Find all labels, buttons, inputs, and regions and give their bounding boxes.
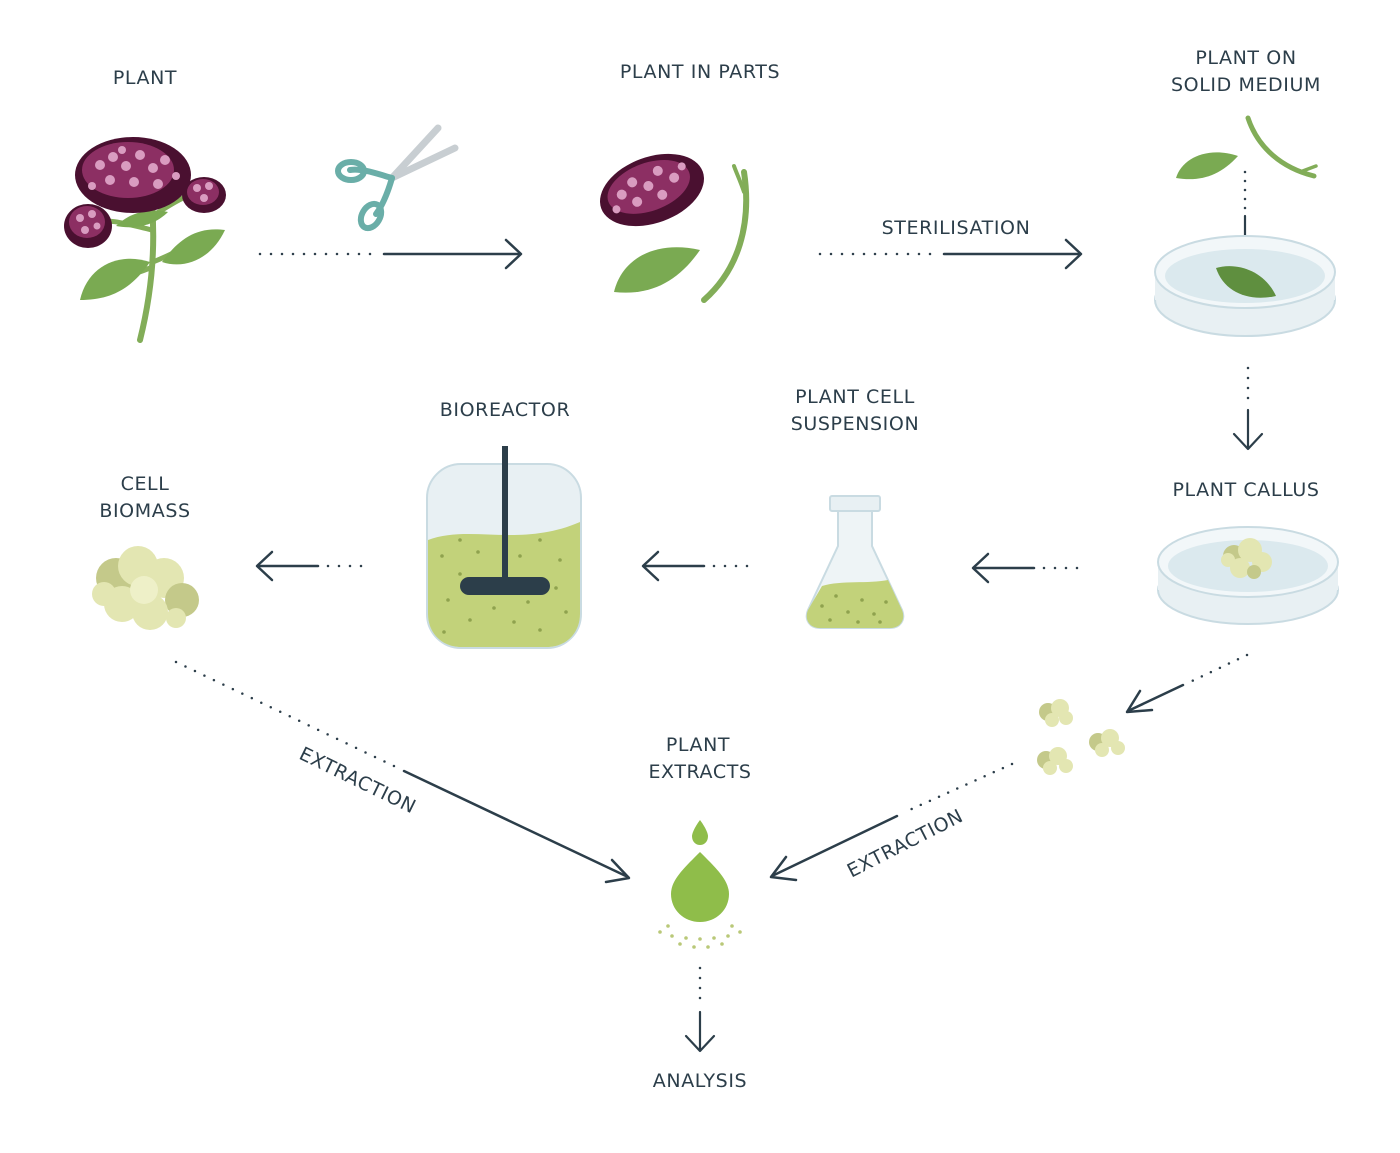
arrow-extracts-to-analysis — [684, 966, 716, 1053]
arrow-extraction-right — [769, 762, 1014, 882]
label-plant-on-solid-medium-line1: PLANT ON — [1195, 47, 1296, 69]
callus-pieces-icon — [1037, 699, 1125, 775]
scissors-icon — [335, 124, 459, 232]
plant-parts-icon — [600, 153, 750, 303]
label-cell-biomass-line2: BIOMASS — [99, 500, 190, 522]
arrow-callus-to-pieces — [1125, 653, 1249, 714]
cell-biomass-icon — [92, 546, 199, 630]
label-extraction-left: EXTRACTION — [296, 743, 420, 818]
petri-dish-leaf-icon — [1154, 115, 1336, 337]
bioreactor-icon — [426, 446, 582, 649]
label-analysis: ANALYSIS — [653, 1070, 747, 1092]
extract-drop-icon — [658, 820, 742, 949]
arrow-medium-to-callus — [1232, 366, 1264, 451]
label-plant-extracts-line2: EXTRACTS — [648, 761, 751, 783]
arrow-bioreactor-to-biomass — [255, 550, 374, 582]
arrow-sterilisation — [818, 238, 1083, 270]
label-bioreactor: BIOREACTOR — [440, 399, 571, 421]
label-plant: PLANT — [113, 67, 177, 89]
plant-icon — [64, 137, 226, 343]
label-sterilisation: STERILISATION — [882, 217, 1031, 239]
erlenmeyer-flask-icon — [805, 495, 905, 629]
label-plant-cell-suspension-line2: SUSPENSION — [791, 413, 920, 435]
label-plant-cell-suspension-line1: PLANT CELL — [795, 386, 915, 408]
label-plant-in-parts: PLANT IN PARTS — [620, 61, 780, 83]
arrow-plant-to-parts — [258, 238, 523, 270]
label-plant-on-solid-medium-line2: SOLID MEDIUM — [1171, 74, 1321, 96]
label-extraction-right: EXTRACTION — [844, 805, 967, 882]
label-cell-biomass-line1: CELL — [121, 473, 170, 495]
arrow-callus-to-suspension — [971, 552, 1090, 584]
label-plant-extracts-line1: PLANT — [666, 734, 730, 756]
label-plant-callus: PLANT CALLUS — [1173, 479, 1320, 501]
arrow-extraction-left — [174, 660, 631, 884]
petri-dish-callus-icon — [1157, 526, 1339, 625]
arrow-suspension-to-bioreactor — [641, 550, 760, 582]
